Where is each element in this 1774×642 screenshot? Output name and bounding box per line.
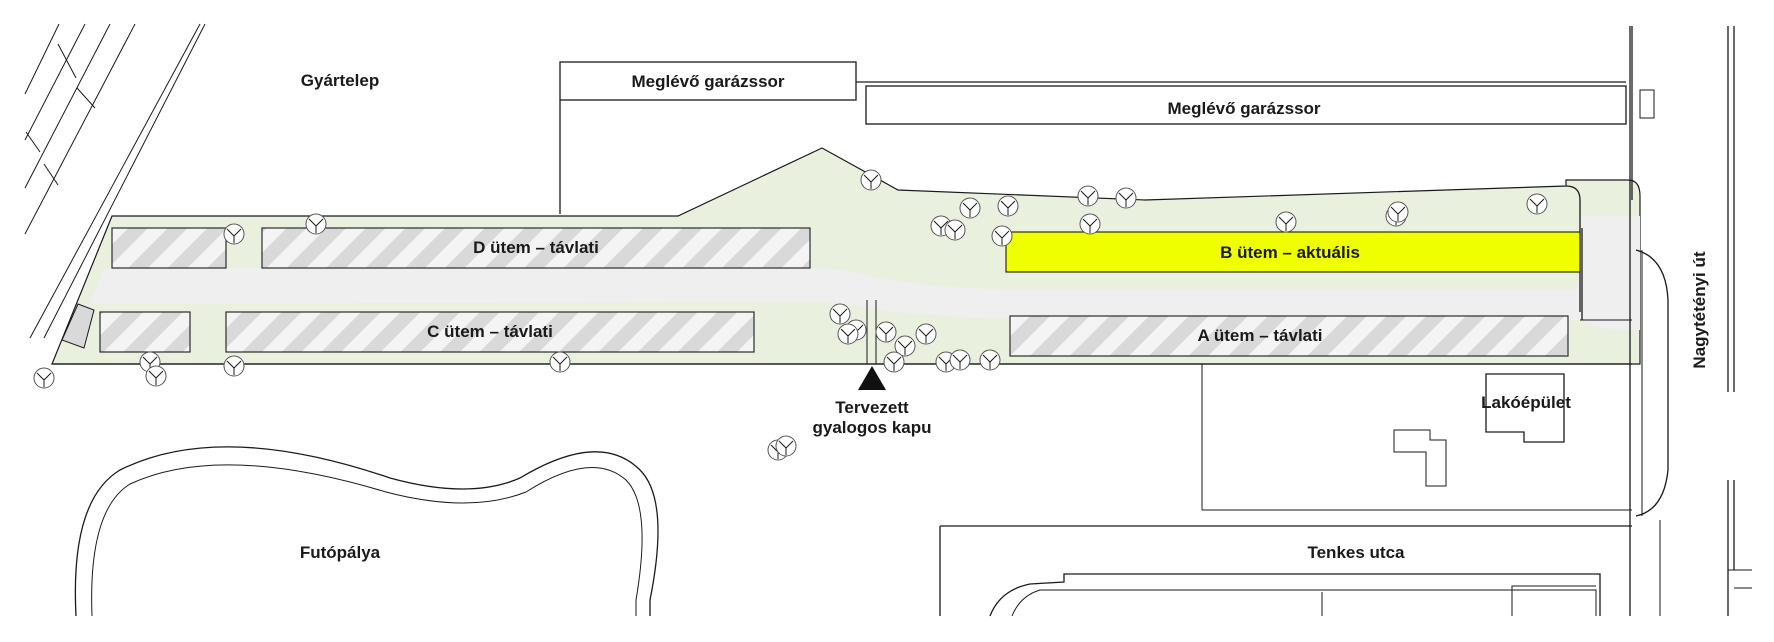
label-phase-d: D ütem – távlati [473, 238, 599, 257]
label-factory: Gyártelep [301, 71, 379, 90]
label-phase-c: C ütem – távlati [427, 322, 553, 341]
label-garage-1: Meglévő garázssor [631, 72, 784, 91]
label-phase-b: B ütem – aktuális [1220, 243, 1360, 262]
block-b [1005, 231, 1581, 273]
block-a [1009, 315, 1569, 357]
block-c-west [99, 311, 191, 353]
block-d-west [111, 227, 227, 269]
tenkes-street-area [939, 525, 1632, 617]
label-street-tenkes: Tenkes utca [1307, 543, 1405, 562]
label-phase-a: A ütem – távlati [1197, 326, 1322, 345]
label-garage-2: Meglévő garázssor [1167, 99, 1320, 118]
existing-garages [559, 61, 1627, 214]
running-track [74, 446, 659, 617]
label-gate-line1: Tervezett [835, 398, 909, 417]
internal-road [90, 216, 1640, 330]
small-structure [61, 303, 95, 349]
residential-buildings [1393, 373, 1565, 487]
block-c [225, 311, 755, 353]
label-track: Futópálya [300, 543, 381, 562]
label-street-nagytetenyi: Nagytétényi út [1690, 251, 1709, 368]
triangle-up-icon [858, 366, 886, 390]
label-gate-line2: gyalogos kapu [812, 418, 931, 437]
label-residential: Lakóépület [1481, 393, 1571, 412]
road-edges [52, 185, 1632, 511]
railway-lines [24, 23, 206, 339]
block-d [261, 227, 811, 269]
nagytetenyi-road-lines [1629, 26, 1752, 616]
